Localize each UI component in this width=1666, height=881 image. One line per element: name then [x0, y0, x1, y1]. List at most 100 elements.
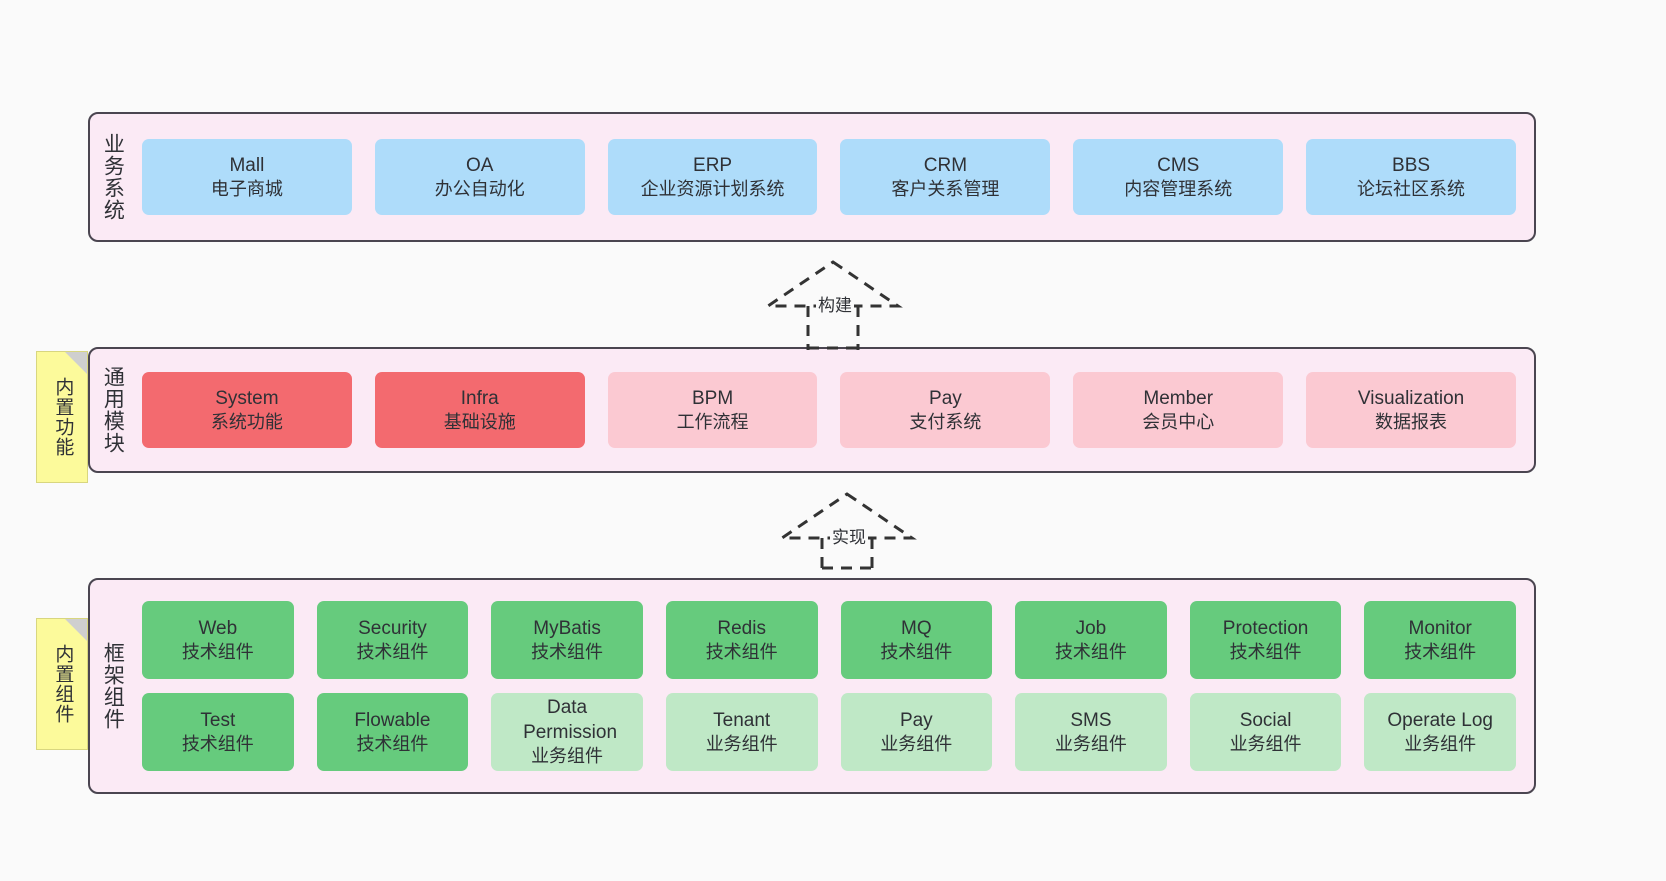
node-web[interactable]: Web 技术组件 — [142, 601, 294, 679]
layer-title-business-system: 业务系统 — [101, 133, 125, 221]
node-subtitle: 技术组件 — [356, 641, 429, 662]
node-erp[interactable]: ERP 企业资源计划系统 — [607, 139, 818, 215]
node-title: Redis — [717, 617, 766, 639]
node-sms[interactable]: SMS 业务组件 — [1015, 693, 1167, 771]
node-title: BBS — [1392, 154, 1431, 176]
node-subtitle: 技术组件 — [1404, 641, 1477, 662]
node-subtitle: 技术组件 — [356, 733, 429, 754]
node-social[interactable]: Social 业务组件 — [1189, 693, 1342, 771]
node-title: Social — [1239, 709, 1292, 731]
node-subtitle: 业务组件 — [705, 733, 778, 754]
node-subtitle: 业务组件 — [1404, 733, 1477, 754]
node-title: Web — [198, 617, 238, 639]
node-subtitle: 业务组件 — [1054, 733, 1127, 754]
layer-body-framework-component: Web 技术组件 Security 技术组件 MyBatis 技术组件 Redi… — [134, 580, 1534, 792]
node-title: Infra — [460, 387, 499, 409]
node-subtitle: 技术组件 — [1229, 641, 1302, 662]
node-system[interactable]: System 系统功能 — [142, 372, 352, 448]
layer-title-common-module: 通用模块 — [101, 366, 125, 454]
node-subtitle: 业务组件 — [531, 745, 604, 766]
node-title: Mall — [229, 154, 265, 176]
node-bpm[interactable]: BPM 工作流程 — [607, 372, 818, 448]
connector-stem — [820, 538, 874, 570]
node-title: Job — [1075, 617, 1107, 639]
node-oa[interactable]: OA 办公自动化 — [374, 139, 585, 215]
node-subtitle: 支付系统 — [909, 411, 982, 432]
node-title: Visualization — [1357, 387, 1465, 409]
node-pay-component[interactable]: Pay 业务组件 — [840, 693, 993, 771]
node-tenant[interactable]: Tenant 业务组件 — [665, 693, 818, 771]
note-builtin-function: 内置功能 — [36, 351, 88, 483]
node-subtitle: 办公自动化 — [434, 178, 525, 199]
node-title: BPM — [691, 387, 734, 409]
node-title: MyBatis — [533, 617, 601, 639]
node-subtitle: 企业资源计划系统 — [640, 178, 785, 199]
node-title: Security — [358, 617, 427, 639]
node-pay[interactable]: Pay 支付系统 — [840, 372, 1051, 448]
node-subtitle: 电子商城 — [210, 178, 283, 199]
node-title: MQ — [901, 617, 932, 639]
node-cms[interactable]: CMS 内容管理系统 — [1073, 139, 1284, 215]
connector-label-build: 构建 — [816, 291, 854, 316]
node-subtitle: 技术组件 — [181, 641, 254, 662]
layer-framework-component: 框架组件 Web 技术组件 Security 技术组件 MyBatis 技术组件… — [88, 578, 1536, 794]
node-mybatis[interactable]: MyBatis 技术组件 — [491, 601, 643, 679]
node-title: Test — [200, 709, 236, 731]
node-subtitle: 数据报表 — [1375, 411, 1448, 432]
connector-stem — [806, 306, 860, 350]
node-mall[interactable]: Mall 电子商城 — [142, 139, 352, 215]
node-title: CRM — [923, 154, 968, 176]
connector-build: 构建 — [758, 258, 908, 350]
node-visualization[interactable]: Visualization 数据报表 — [1306, 372, 1516, 448]
node-crm[interactable]: CRM 客户关系管理 — [840, 139, 1051, 215]
node-title: Protection — [1222, 617, 1309, 639]
layer-business-system: 业务系统 Mall 电子商城 OA 办公自动化 ERP 企业资源计划系统 CRM… — [88, 112, 1536, 242]
node-title: ERP — [693, 154, 733, 176]
node-monitor[interactable]: Monitor 技术组件 — [1364, 601, 1516, 679]
node-subtitle: 技术组件 — [181, 733, 254, 754]
node-mq[interactable]: MQ 技术组件 — [840, 601, 993, 679]
node-title: Data Permission — [523, 697, 618, 743]
layer-common-module: 通用模块 System 系统功能 Infra 基础设施 BPM 工作流程 Pay… — [88, 347, 1536, 473]
note-builtin-component: 内置组件 — [36, 618, 88, 750]
node-title: SMS — [1070, 709, 1112, 731]
node-protection[interactable]: Protection 技术组件 — [1189, 601, 1342, 679]
node-subtitle: 基础设施 — [443, 411, 516, 432]
node-row: System 系统功能 Infra 基础设施 BPM 工作流程 Pay 支付系统… — [142, 372, 1516, 448]
connector-implement: 实现 — [772, 490, 922, 570]
node-row: Test 技术组件 Flowable 技术组件 Data Permission … — [142, 693, 1516, 771]
node-subtitle: 系统功能 — [210, 411, 283, 432]
node-flowable[interactable]: Flowable 技术组件 — [316, 693, 469, 771]
node-title: System — [215, 387, 279, 409]
node-bbs[interactable]: BBS 论坛社区系统 — [1306, 139, 1516, 215]
node-subtitle: 内容管理系统 — [1124, 178, 1233, 199]
node-title: OA — [466, 154, 494, 176]
node-member[interactable]: Member 会员中心 — [1073, 372, 1284, 448]
layer-body-business-system: Mall 电子商城 OA 办公自动化 ERP 企业资源计划系统 CRM 客户关系… — [134, 114, 1534, 240]
node-subtitle: 技术组件 — [705, 641, 778, 662]
node-title: Monitor — [1408, 617, 1472, 639]
node-operate-log[interactable]: Operate Log 业务组件 — [1364, 693, 1516, 771]
node-subtitle: 技术组件 — [531, 641, 604, 662]
connector-label-implement: 实现 — [830, 523, 868, 548]
node-subtitle: 会员中心 — [1142, 411, 1215, 432]
node-title: Operate Log — [1387, 709, 1493, 731]
node-redis[interactable]: Redis 技术组件 — [665, 601, 818, 679]
node-security[interactable]: Security 技术组件 — [316, 601, 469, 679]
node-title: Tenant — [713, 709, 771, 731]
node-row: Mall 电子商城 OA 办公自动化 ERP 企业资源计划系统 CRM 客户关系… — [142, 139, 1516, 215]
node-subtitle: 客户关系管理 — [891, 178, 1000, 199]
node-subtitle: 论坛社区系统 — [1357, 178, 1466, 199]
layer-body-common-module: System 系统功能 Infra 基础设施 BPM 工作流程 Pay 支付系统… — [134, 349, 1534, 471]
node-subtitle: 工作流程 — [676, 411, 749, 432]
node-job[interactable]: Job 技术组件 — [1015, 601, 1167, 679]
node-subtitle: 技术组件 — [1054, 641, 1127, 662]
node-data-permission[interactable]: Data Permission 业务组件 — [491, 693, 643, 771]
node-test[interactable]: Test 技术组件 — [142, 693, 294, 771]
node-title: Pay — [899, 709, 933, 731]
node-title: Member — [1143, 387, 1214, 409]
node-row: Web 技术组件 Security 技术组件 MyBatis 技术组件 Redi… — [142, 601, 1516, 679]
node-subtitle: 业务组件 — [1229, 733, 1302, 754]
node-infra[interactable]: Infra 基础设施 — [374, 372, 585, 448]
